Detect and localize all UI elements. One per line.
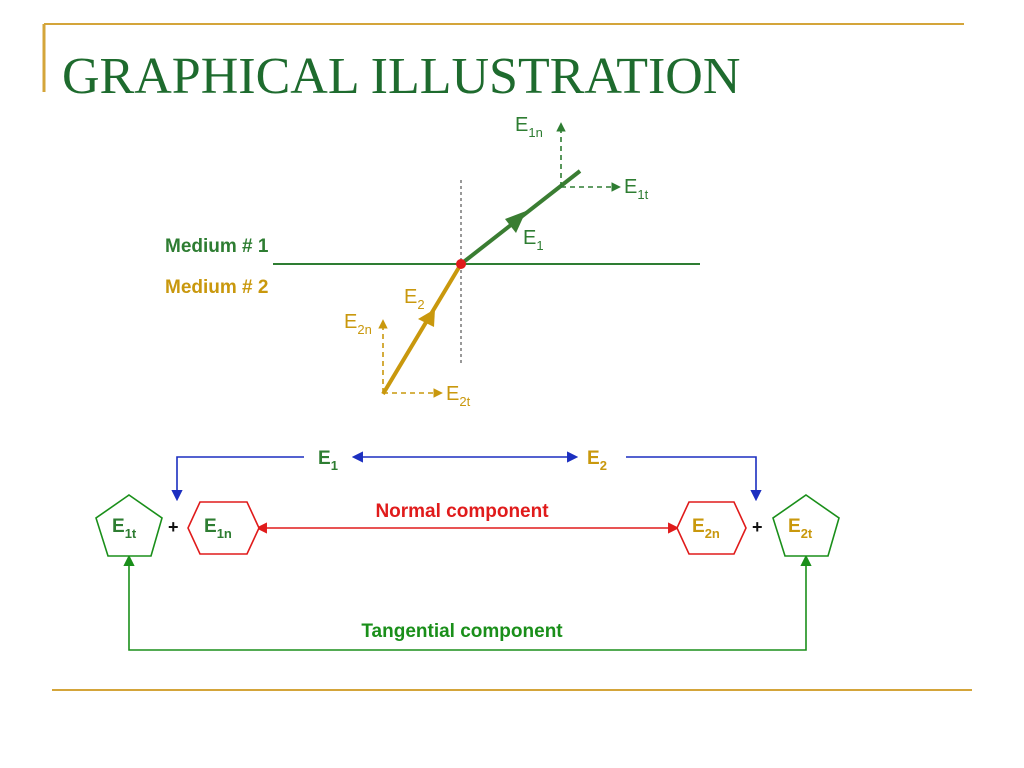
- medium2-label: Medium # 2: [165, 277, 268, 298]
- e2t-label: E2t: [446, 383, 471, 409]
- flow-e1t-label: E1t: [112, 516, 137, 541]
- blue-left-connector: [171, 456, 304, 502]
- e1n-label: E1n: [515, 114, 543, 140]
- e1-label: E1: [523, 227, 544, 253]
- flow-e2-label: E2: [587, 448, 607, 473]
- medium1-label: Medium # 1: [165, 236, 269, 257]
- e2-vector: [381, 262, 463, 396]
- tangential-component-label: Tangential component: [361, 621, 563, 642]
- e2t-pentagon: [772, 494, 840, 557]
- flow-e2n-label: E2n: [692, 516, 720, 541]
- e1n-hexagon: [187, 501, 260, 555]
- blue-right-connector: [626, 456, 762, 502]
- e2-arrowhead: [418, 309, 435, 327]
- e1t-label: E1t: [624, 176, 649, 202]
- e1t-pentagon: [95, 494, 163, 557]
- flow-e2t-label: E2t: [788, 516, 813, 541]
- e2n-hexagon: [676, 501, 747, 555]
- plus-left: +: [168, 517, 179, 537]
- e2-label: E2: [404, 286, 425, 312]
- flow-e1-label: E1: [318, 448, 338, 473]
- e1-arrowhead: [505, 211, 526, 233]
- page-title: GRAPHICAL ILLUSTRATION: [62, 48, 740, 105]
- plus-right: +: [752, 517, 763, 537]
- tangential-connector: [123, 554, 812, 651]
- interface-point: [456, 259, 466, 269]
- normal-component-label: Normal component: [375, 501, 549, 522]
- flow-e1n-label: E1n: [204, 516, 232, 541]
- e2n-label: E2n: [344, 311, 372, 337]
